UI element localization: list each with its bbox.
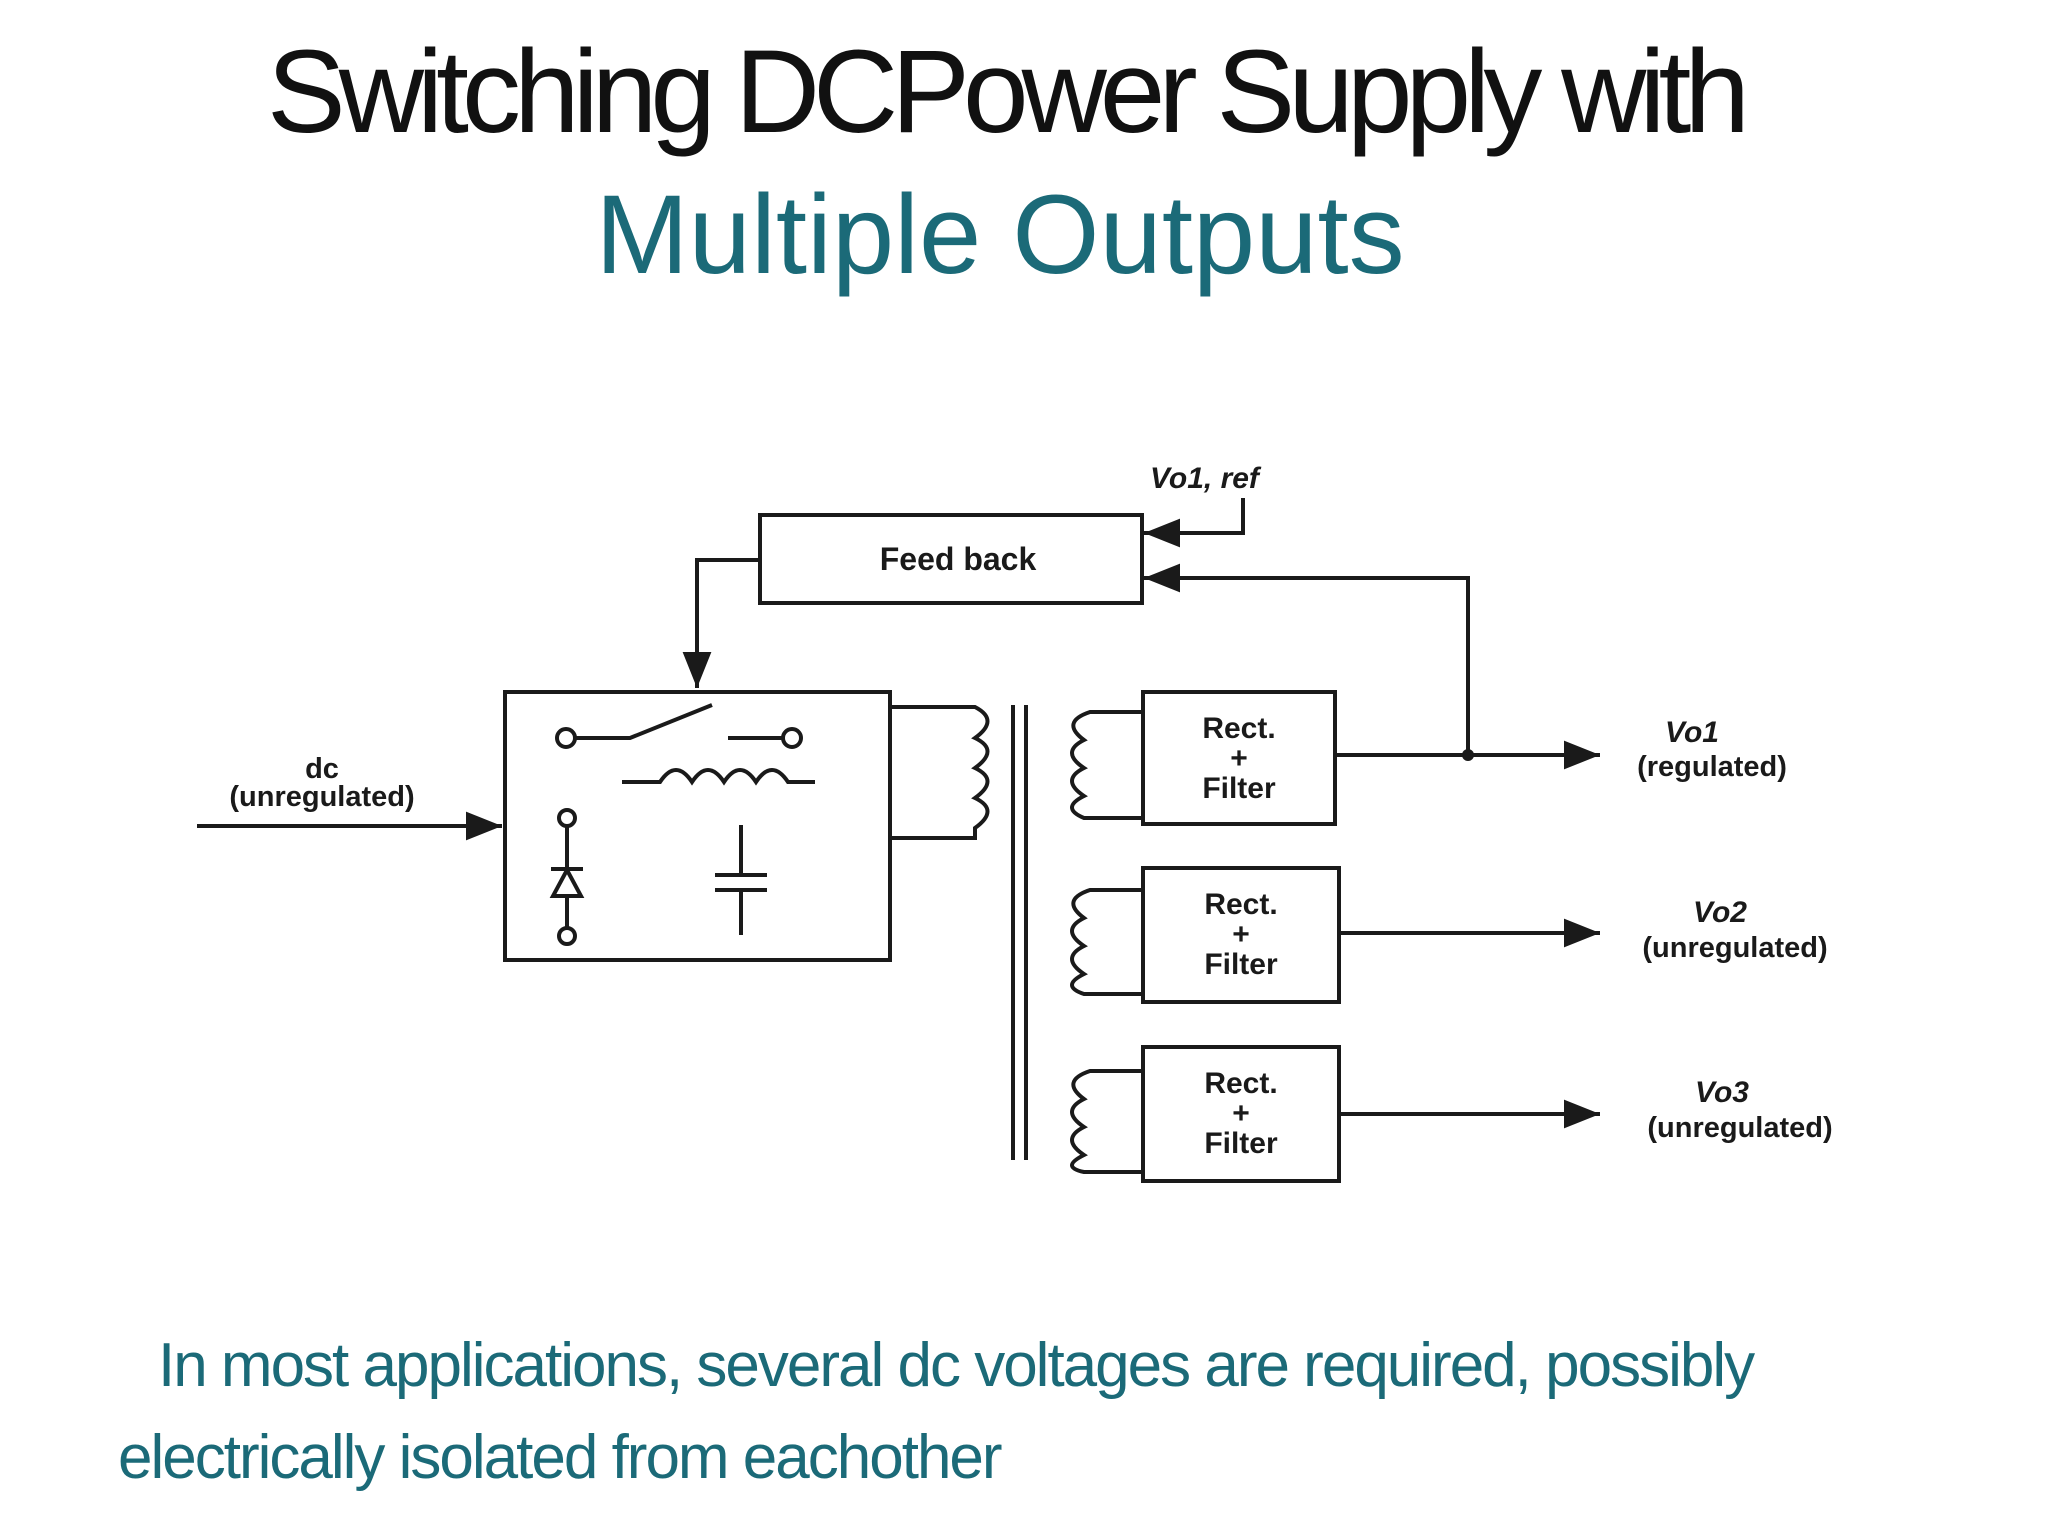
block-3-line1: Rect. xyxy=(1204,1067,1277,1100)
output-2-state: (unregulated) xyxy=(1642,932,1827,964)
slide-subtitle: Multiple Outputs xyxy=(595,172,1405,297)
block-3-line2: + xyxy=(1232,1097,1250,1130)
switching-block xyxy=(503,690,892,962)
input-label-dc: dc xyxy=(305,753,339,785)
block-2-line1: Rect. xyxy=(1204,888,1277,921)
output-1-state: (regulated) xyxy=(1637,751,1787,783)
output-1-name: Vo1 xyxy=(1665,716,1719,749)
caption-line-1: In most applications, several dc voltage… xyxy=(158,1331,1755,1400)
caption-line-2: electrically isolated from eachother xyxy=(118,1423,1003,1492)
capacitor-icon xyxy=(715,825,767,935)
transformer-primary xyxy=(890,705,990,840)
transformer-core xyxy=(1011,705,1028,1160)
dc-input: dc (unregulated) xyxy=(197,753,502,841)
rect-filter-block-2: Rect. + Filter xyxy=(1141,866,1341,1004)
block-2-line2: + xyxy=(1232,918,1250,951)
diode-icon xyxy=(549,865,585,898)
switch-blade xyxy=(575,703,713,740)
feedback-label: Feed back xyxy=(880,541,1037,577)
output-2-name: Vo2 xyxy=(1693,896,1747,929)
control-wire xyxy=(682,558,760,688)
diode-terminal-bottom xyxy=(557,926,577,946)
rect-filter-block-1: Rect. + Filter xyxy=(1141,690,1337,826)
feedback-block: Feed back xyxy=(758,513,1144,605)
output-3-state: (unregulated) xyxy=(1647,1112,1832,1144)
block-1-line2: + xyxy=(1230,742,1248,775)
vref-input: Vo1, ref xyxy=(1144,462,1262,548)
feedback-wire xyxy=(1144,563,1470,755)
output-3-name: Vo3 xyxy=(1695,1076,1749,1109)
block-1-line1: Rect. xyxy=(1202,712,1275,745)
switch-terminal-right xyxy=(781,727,803,749)
block-1-line3: Filter xyxy=(1202,772,1276,805)
vref-wire xyxy=(1144,498,1245,548)
caption: In most applications, several dc voltage… xyxy=(118,1320,1978,1504)
slide-title: Switching DCPower Supply with xyxy=(267,26,1750,158)
rect-filter-block-3: Rect. + Filter xyxy=(1141,1045,1341,1183)
input-label-unregulated: (unregulated) xyxy=(229,781,414,813)
block-2-line3: Filter xyxy=(1204,948,1278,981)
secondary-2 xyxy=(1070,888,1143,996)
block-3-line3: Filter xyxy=(1204,1127,1278,1160)
inductor-icon xyxy=(622,768,815,786)
secondary-1 xyxy=(1070,710,1143,820)
vref-label: Vo1, ref xyxy=(1150,462,1262,495)
secondary-3 xyxy=(1070,1069,1143,1174)
